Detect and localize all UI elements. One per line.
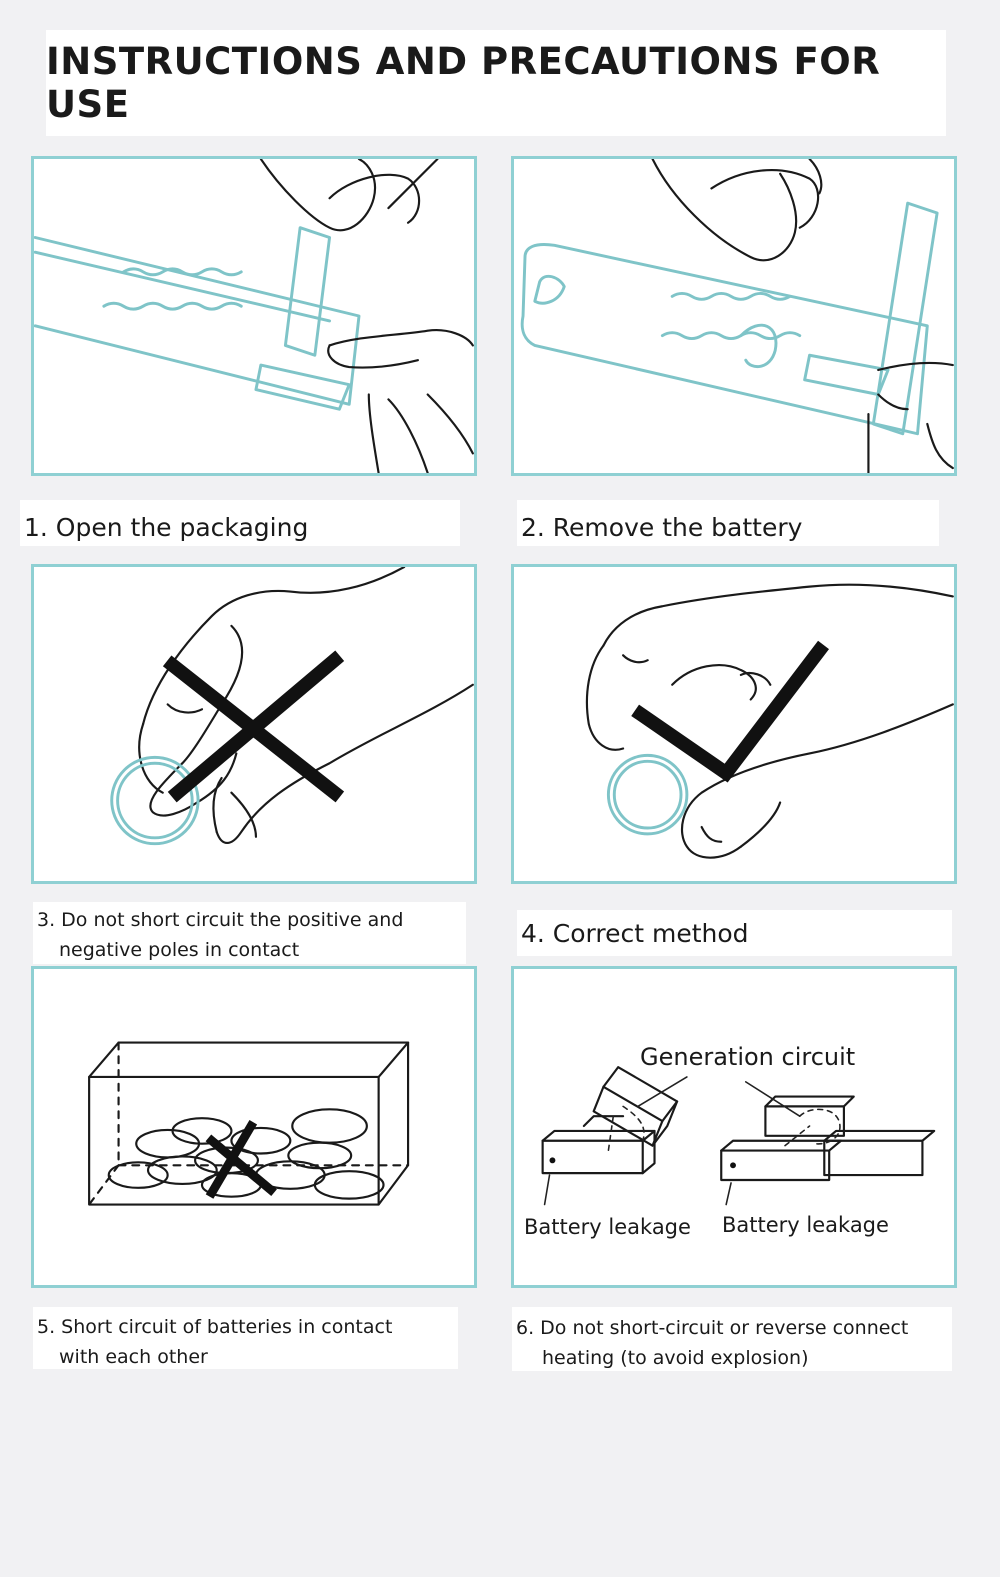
caption-step-1-text: 1. Open the packaging	[24, 513, 309, 542]
caption-step-2: 2. Remove the battery	[517, 500, 939, 546]
wrong-grip-cross-illustration	[110, 567, 474, 846]
caption-step-3-line1: 3. Do not short circuit the positive and	[37, 909, 404, 931]
caption-step-2-text: 2. Remove the battery	[521, 513, 803, 542]
caption-step-3: 3. Do not short circuit the positive and…	[33, 902, 466, 964]
title-banner: INSTRUCTIONS AND PRECAUTIONS FOR USE	[46, 30, 946, 136]
battery-leakage-diagram	[541, 1066, 936, 1206]
panel-open-packaging	[31, 156, 477, 476]
caption-step-5-line2: with each other	[59, 1346, 208, 1368]
caption-step-4-text: 4. Correct method	[521, 919, 749, 948]
battery-leakage-right-label: Battery leakage	[716, 1211, 895, 1239]
page-title: INSTRUCTIONS AND PRECAUTIONS FOR USE	[46, 40, 881, 126]
battery-leakage-left-label: Battery leakage	[518, 1213, 697, 1241]
caption-step-6-line1: 6. Do not short-circuit or reverse conne…	[516, 1317, 909, 1339]
battery-remove-illustration	[520, 159, 954, 473]
panel-remove-battery	[511, 156, 957, 476]
caption-step-5-line1: 5. Short circuit of batteries in contact	[37, 1316, 393, 1338]
caption-step-1: 1. Open the packaging	[20, 500, 460, 546]
panel-leakage-diagram: Generation circuit Battery leakage Batte…	[511, 966, 957, 1288]
caption-step-3-line2: negative poles in contact	[59, 939, 300, 961]
generation-circuit-label: Generation circuit	[634, 1041, 862, 1073]
correct-grip-check-illustration	[585, 583, 954, 859]
panel-wrong-grip	[31, 564, 477, 884]
caption-step-6-line2: heating (to avoid explosion)	[542, 1347, 809, 1369]
panel-correct-grip	[511, 564, 957, 884]
batteries-in-box-cross-illustration	[88, 1041, 410, 1206]
caption-step-6: 6. Do not short-circuit or reverse conne…	[512, 1307, 952, 1371]
panel-batteries-in-box	[31, 966, 477, 1288]
packaging-tear-illustration	[34, 159, 474, 473]
caption-step-4: 4. Correct method	[517, 910, 952, 956]
caption-step-5: 5. Short circuit of batteries in contact…	[33, 1307, 458, 1369]
